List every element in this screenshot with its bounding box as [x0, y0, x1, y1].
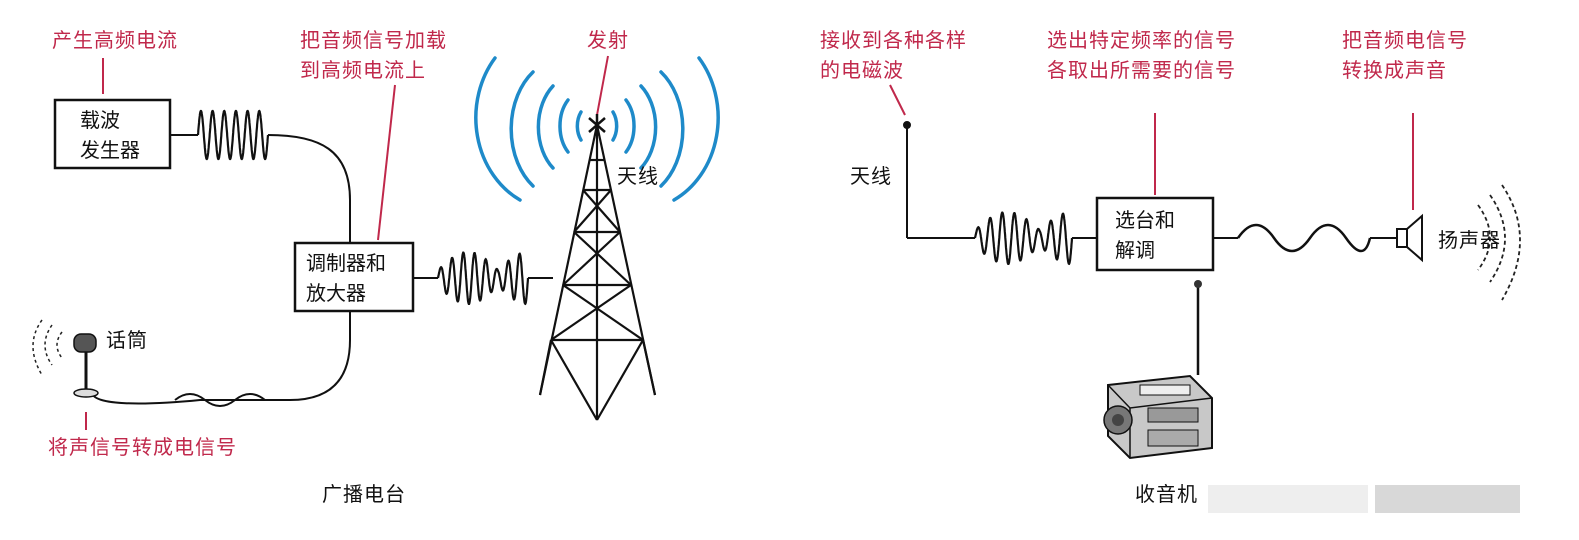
note-modulate-line1: 把音频信号加载 [300, 28, 447, 52]
tuner-box-line1: 选台和 [1115, 208, 1175, 232]
wire-mic-to-modulator [91, 311, 351, 405]
speaker-icon [1396, 184, 1521, 301]
radio-waves [474, 56, 720, 202]
tower-antenna-label: 天线 [617, 164, 659, 188]
note-modulate-line2: 到高频电流上 [300, 58, 426, 82]
note-select-line1: 选出特定频率的信号 [1047, 28, 1236, 52]
received-wave-path [973, 211, 1074, 266]
audio-output-wave [1236, 223, 1372, 253]
receiver-caption: 收音机 [1135, 482, 1198, 506]
blur-patch-a [1208, 485, 1368, 513]
note-convert-line2: 转换成声音 [1342, 58, 1447, 82]
carrier-box-line2: 发生器 [80, 138, 140, 162]
modulator-box-line2: 放大器 [306, 281, 366, 305]
carrier-wave-path [196, 109, 270, 161]
note-carrier: 产生高频电流 [52, 28, 178, 52]
receiver-antenna-label: 天线 [850, 164, 892, 188]
tuner-box-line2: 解调 [1115, 238, 1155, 262]
pointer-receive [889, 84, 906, 116]
blur-patch-b [1375, 485, 1520, 513]
pointer-emit [596, 55, 609, 116]
carrier-wave [196, 109, 270, 161]
carrier-box-line1: 载波 [80, 108, 120, 132]
modulator-amplifier-box [293, 241, 415, 313]
audio-signal-wave [174, 393, 266, 407]
pointer-modulate [377, 84, 396, 241]
note-select-line2: 各取出所需要的信号 [1047, 58, 1236, 82]
mic-label: 话筒 [106, 328, 148, 352]
note-mic: 将声信号转成电信号 [48, 435, 237, 459]
note-receive-line1: 接收到各种各样 [820, 28, 967, 52]
modulator-box-line1: 调制器和 [306, 251, 386, 275]
carrier-generator-box [53, 98, 172, 170]
note-emit: 发射 [587, 28, 629, 52]
tuner-demodulator-box [1095, 196, 1215, 272]
note-receive-line2: 的电磁波 [820, 58, 904, 82]
modulated-wave-path [436, 251, 530, 306]
note-convert-line1: 把音频电信号 [1342, 28, 1468, 52]
wire-carrier-to-modulator [267, 134, 351, 243]
received-wave [973, 211, 1074, 266]
radio-icon [1103, 280, 1213, 460]
modulated-wave [436, 251, 530, 306]
microphone-icon [32, 319, 99, 398]
broadcast-tower [538, 114, 657, 421]
broadcast-caption: 广播电台 [322, 482, 406, 506]
receiver-antenna [903, 121, 975, 239]
speaker-label: 扬声器 [1438, 228, 1501, 252]
